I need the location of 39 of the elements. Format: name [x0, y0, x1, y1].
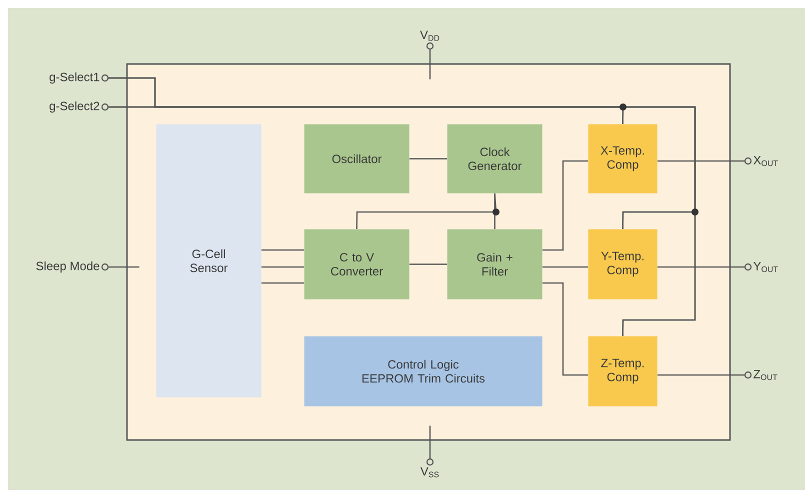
compensation-block: Z-Temp. Comp: [588, 336, 658, 406]
pin-terminal: Z$_{OUT}$: [744, 370, 778, 380]
wire: [409, 158, 448, 160]
function-block: Gain + Filter: [447, 229, 542, 300]
wire: [657, 160, 745, 162]
function-block: C to V Converter: [304, 229, 410, 300]
wire: [657, 266, 745, 268]
pin-terminal: V$_{DD}$: [420, 30, 440, 50]
wire: [542, 160, 588, 251]
node-label: Z$_{OUT}$: [754, 370, 778, 380]
wire: [261, 249, 304, 251]
pin-terminal: Y$_{OUT}$: [744, 262, 778, 272]
pin-terminal: Sleep Mode: [36, 261, 109, 273]
wire: [261, 282, 304, 284]
wire: [261, 266, 304, 268]
pin-terminal: X$_{OUT}$: [744, 156, 778, 166]
pin-terminal: g-Select2: [50, 101, 109, 113]
sensor-block: G-Cell Sensor: [156, 124, 262, 398]
function-block: Clock Generator: [447, 124, 542, 194]
pin-terminal: V$_{SS}$: [420, 458, 439, 478]
node-label: X$_{OUT}$: [753, 156, 778, 166]
node-label: Y$_{OUT}$: [753, 262, 778, 272]
node-label: V$_{DD}$: [420, 30, 440, 41]
wire: [657, 374, 745, 376]
wire: [409, 264, 448, 265]
node-label: g-Select2: [50, 101, 100, 113]
oscillator-block: Oscillator: [304, 124, 410, 194]
compensation-block: Y-Temp. Comp: [588, 229, 658, 300]
wire: [108, 266, 140, 268]
node-label: V$_{SS}$: [420, 467, 439, 478]
wire: [542, 266, 588, 268]
wire: [429, 426, 431, 459]
wire: [494, 193, 496, 230]
logic-block: Control Logic EEPROM Trim Circuits: [304, 336, 542, 406]
compensation-block: X-Temp. Comp: [588, 124, 658, 194]
node-label: g-Select1: [50, 72, 100, 84]
wire: [429, 49, 431, 80]
pin-terminal: g-Select1: [50, 72, 109, 84]
wire: [542, 282, 588, 376]
